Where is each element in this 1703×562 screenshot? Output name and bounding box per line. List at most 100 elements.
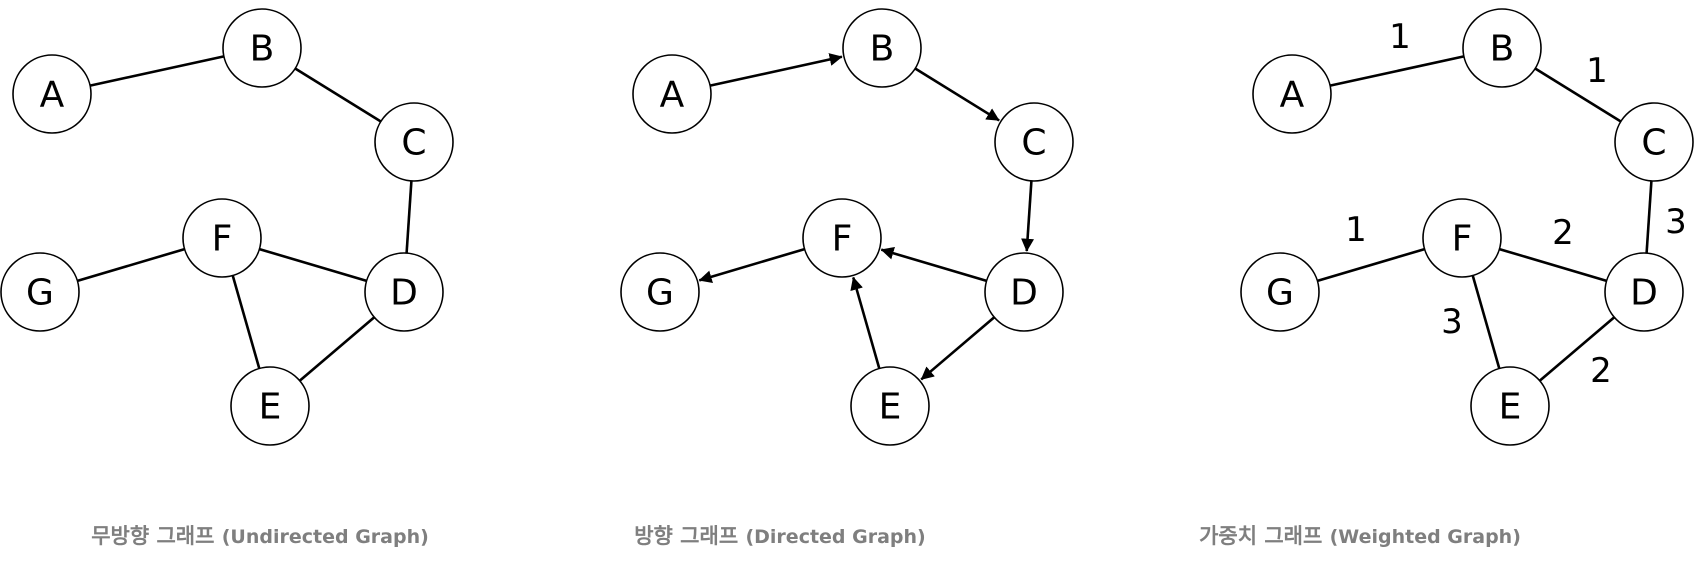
node-circle [1240, 252, 1320, 332]
node-label: A [660, 75, 685, 116]
node-label: C [1641, 123, 1666, 164]
weighted-graph-caption: 가중치 그래프 (Weighted Graph) [1080, 520, 1640, 550]
edge-b-c [1534, 67, 1622, 123]
node-label: D [1630, 273, 1658, 314]
node-g: G [620, 252, 700, 332]
node-label: G [646, 273, 674, 314]
edge-c-d [405, 180, 413, 254]
node-circle [12, 54, 92, 134]
node-f: F [802, 198, 882, 278]
node-circle [182, 198, 262, 278]
edge-d-e [920, 316, 996, 381]
node-circle [1422, 198, 1502, 278]
edge-a-b [1329, 55, 1465, 87]
node-circle [0, 252, 80, 332]
edge-f-g [698, 247, 805, 284]
node-label: A [1280, 75, 1305, 116]
node-label: E [879, 387, 902, 428]
node-d: D [364, 252, 444, 332]
directed-graph-caption: 방향 그래프 (Directed Graph) [500, 520, 1060, 550]
edge-f-d [1499, 247, 1607, 283]
edge-g-f [77, 247, 185, 283]
directed-caption-sub: (Directed Graph) [745, 526, 926, 548]
node-a: A [12, 54, 92, 134]
edge-g-f [1317, 247, 1425, 283]
node-c: C [994, 102, 1074, 182]
node-circle [1614, 102, 1694, 182]
edge-c-d [1645, 180, 1653, 254]
node-circle [1462, 8, 1542, 88]
node-e: E [1470, 366, 1550, 446]
node-circle [1604, 252, 1684, 332]
node-b: B [222, 8, 302, 88]
edge-f-d [259, 247, 367, 283]
edge-c-d [1021, 180, 1035, 252]
edge-d-e [1538, 316, 1616, 382]
node-label: E [1499, 387, 1522, 428]
node-circle [620, 252, 700, 332]
node-d: D [1604, 252, 1684, 332]
undirected-caption-main: 무방향 그래프 [91, 524, 215, 548]
node-label: A [40, 75, 65, 116]
node-label: F [212, 219, 233, 260]
node-f: F [182, 198, 262, 278]
edge-weight-label: 3 [1665, 202, 1687, 242]
node-f: F [1422, 198, 1502, 278]
node-circle [994, 102, 1074, 182]
node-a: A [1252, 54, 1332, 134]
node-label: C [401, 123, 426, 164]
edge-d-e [298, 316, 376, 382]
node-label: F [1452, 219, 1473, 260]
edge-f-e [231, 275, 261, 369]
node-circle [632, 54, 712, 134]
edge-weight-label: 2 [1552, 213, 1574, 253]
node-b: B [842, 8, 922, 88]
node-label: E [259, 387, 282, 428]
undirected-graph-caption: 무방향 그래프 (Undirected Graph) [0, 520, 540, 550]
node-b: B [1462, 8, 1542, 88]
edge-b-c [294, 67, 382, 123]
edge-weight-label: 2 [1590, 351, 1612, 391]
node-label: G [26, 273, 54, 314]
node-g: G [0, 252, 80, 332]
node-a: A [632, 54, 712, 134]
node-c: C [374, 102, 454, 182]
node-e: E [850, 366, 930, 446]
node-circle [230, 366, 310, 446]
edge-d-f [880, 246, 987, 283]
directed-caption-main: 방향 그래프 [634, 524, 739, 548]
node-circle [222, 8, 302, 88]
undirected-graph-panel: A B C D E F G [0, 8, 454, 446]
node-label: G [1266, 273, 1294, 314]
edge-a-b [89, 55, 225, 87]
edge-weight-label: 3 [1441, 302, 1463, 342]
node-d: D [984, 252, 1064, 332]
node-circle [984, 252, 1064, 332]
node-label: F [832, 219, 853, 260]
edge-b-c [914, 67, 1000, 122]
node-circle [1252, 54, 1332, 134]
node-e: E [230, 366, 310, 446]
node-label: B [250, 29, 275, 70]
node-label: B [1490, 29, 1515, 70]
node-label: B [870, 29, 895, 70]
node-circle [850, 366, 930, 446]
edge-weight-label: 1 [1389, 17, 1411, 57]
node-label: D [1010, 273, 1038, 314]
node-circle [374, 102, 454, 182]
edge-weight-label: 1 [1345, 210, 1367, 250]
node-c: C [1614, 102, 1694, 182]
weighted-caption-sub: (Weighted Graph) [1329, 526, 1521, 548]
edge-e-f [850, 276, 881, 369]
node-g: G [1240, 252, 1320, 332]
edge-weight-label: 1 [1586, 51, 1608, 91]
undirected-caption-sub: (Undirected Graph) [221, 526, 429, 548]
edge-f-e [1471, 275, 1501, 369]
node-label: D [390, 273, 418, 314]
node-circle [1470, 366, 1550, 446]
node-label: C [1021, 123, 1046, 164]
weighted-caption-main: 가중치 그래프 [1199, 524, 1323, 548]
node-circle [364, 252, 444, 332]
